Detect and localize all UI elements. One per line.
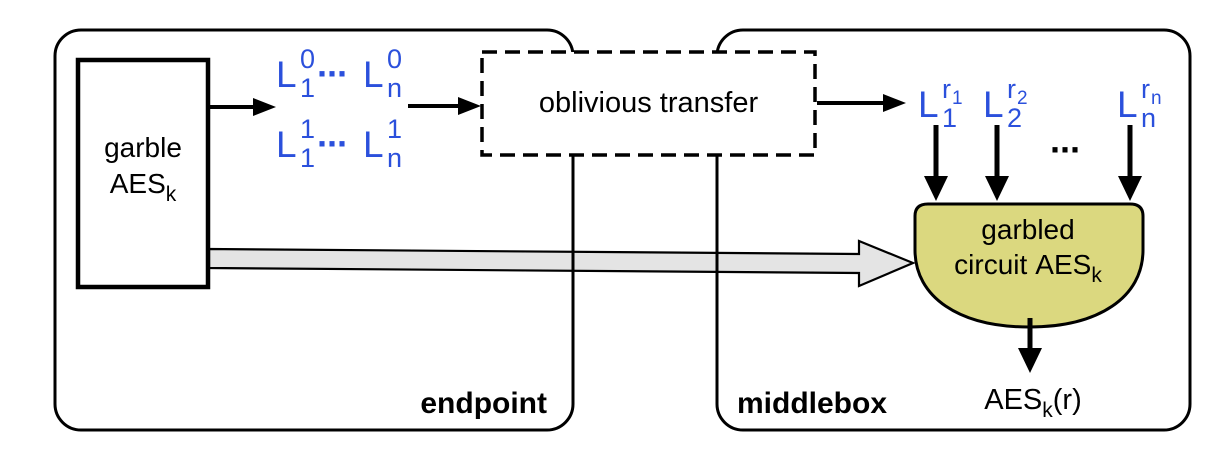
garbled-circuit-shape bbox=[913, 202, 1145, 329]
wire-label-base: L bbox=[363, 54, 384, 95]
sup-base: r bbox=[1007, 74, 1016, 104]
wire-label-ln-1: L 1 n bbox=[363, 116, 402, 172]
garble-box-line2: AESk bbox=[78, 166, 208, 206]
garble-box-label: garble AESk bbox=[78, 130, 208, 206]
wire-label-sup: rn bbox=[1141, 74, 1162, 109]
wire-label-sub: n bbox=[1141, 103, 1157, 133]
arrow-labeln-down bbox=[1118, 125, 1142, 201]
output-aes-text: AES bbox=[984, 384, 1043, 416]
wire-label-sup: r1 bbox=[942, 74, 963, 109]
wire-label-ln-0: L 0 n bbox=[363, 46, 402, 102]
wire-label-l1-r1: L r1 1 bbox=[918, 76, 963, 132]
wire-label-base: L bbox=[363, 124, 384, 165]
wire-label-sup: 0 bbox=[300, 44, 316, 74]
wire-label-base: L bbox=[1117, 84, 1138, 125]
arrow-label1-down bbox=[924, 125, 948, 201]
wire-label-sub: 1 bbox=[300, 73, 316, 103]
wire-label-sup: 1 bbox=[387, 114, 403, 144]
sup-sub: 1 bbox=[952, 88, 963, 109]
sup-base: r bbox=[1141, 74, 1150, 104]
oblivious-transfer-box bbox=[480, 50, 817, 157]
arrow-circuit-output bbox=[1018, 318, 1042, 373]
wire-label-base: L bbox=[276, 54, 297, 95]
output-label: AESk(r) bbox=[958, 384, 1108, 422]
endpoint-region-label: endpoint bbox=[420, 387, 547, 420]
circuit-aes-subscript: k bbox=[1091, 264, 1102, 287]
garbled-circuit-line1: garbled bbox=[981, 214, 1075, 245]
sup-sub: n bbox=[1151, 88, 1162, 109]
circuit-word: circuit bbox=[954, 249, 1028, 280]
wire-label-ln-rn: L rn n bbox=[1117, 76, 1162, 132]
garble-box bbox=[75, 57, 211, 290]
garble-aes-text: AES bbox=[109, 168, 166, 199]
endpoint-region-outline bbox=[53, 28, 575, 432]
ellipsis-row1: ··· bbox=[317, 123, 349, 164]
wire-label-sup: 0 bbox=[387, 44, 403, 74]
output-aes-subscript: k bbox=[1042, 399, 1053, 422]
arrow-labels-to-ot bbox=[408, 97, 481, 115]
wire-label-sub: 2 bbox=[1007, 103, 1023, 133]
wire-label-base: L bbox=[983, 84, 1004, 125]
output-arg: (r) bbox=[1052, 384, 1082, 416]
wire-label-sub: n bbox=[387, 73, 403, 103]
wire-label-l2-r2: L r2 2 bbox=[983, 76, 1028, 132]
wire-label-sub: 1 bbox=[300, 143, 316, 173]
sup-sub: 2 bbox=[1017, 88, 1028, 109]
garbled-circuit-transfer-arrow bbox=[207, 239, 916, 288]
oblivious-transfer-label: oblivious transfer bbox=[538, 87, 759, 119]
middlebox-region-label: middlebox bbox=[737, 387, 888, 420]
ellipsis-selected-labels: ··· bbox=[1050, 129, 1082, 170]
wire-label-base: L bbox=[918, 84, 939, 125]
wire-label-l1-0: L 0 1 bbox=[276, 46, 315, 102]
sup-base: r bbox=[942, 74, 951, 104]
wire-label-sub: n bbox=[387, 143, 403, 173]
wire-label-sup: 1 bbox=[300, 114, 316, 144]
garble-box-line1: garble bbox=[104, 132, 182, 163]
wire-label-sub: 1 bbox=[942, 103, 958, 133]
arrow-label2-down bbox=[985, 125, 1009, 201]
arrow-ot-to-selected-labels bbox=[817, 94, 906, 112]
arrow-garble-to-labels bbox=[210, 98, 276, 116]
ellipsis-row0: ··· bbox=[317, 53, 349, 94]
circuit-aes-text: AES bbox=[1035, 249, 1092, 280]
wire-label-sup: r2 bbox=[1007, 74, 1028, 109]
wire-label-base: L bbox=[276, 124, 297, 165]
garble-aes-subscript: k bbox=[165, 183, 177, 206]
middlebox-region-outline bbox=[715, 28, 1192, 432]
wire-label-l1-1: L 1 1 bbox=[276, 116, 315, 172]
